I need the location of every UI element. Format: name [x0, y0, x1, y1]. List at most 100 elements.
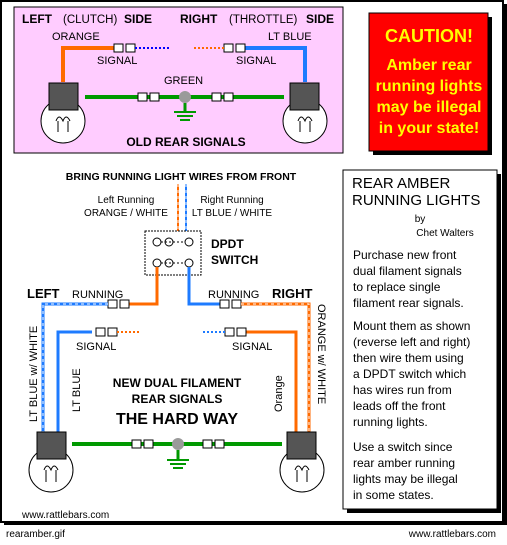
- switch-terminal-1: [152, 237, 162, 247]
- para2-line5: has wires run from: [353, 383, 452, 397]
- ground-connector-left-a: [137, 92, 148, 102]
- caption-line-1: NEW DUAL FILAMENT: [113, 376, 242, 390]
- signal-right-label: SIGNAL: [236, 55, 276, 67]
- bottom-ground-connector-d: [214, 439, 225, 449]
- left-signal-connector-a: [95, 327, 106, 337]
- filename-label: rearamber.gif: [6, 529, 65, 540]
- switch-terminal-6: [184, 258, 194, 268]
- ltblue-white-label: LT BLUE w/ WHITE: [28, 326, 40, 422]
- left-word: LEFT: [22, 12, 53, 26]
- left-paren: (CLUTCH): [63, 14, 117, 26]
- green-label: GREEN: [164, 75, 203, 87]
- right-running-connector-b: [231, 299, 242, 309]
- signal-left-bottom: SIGNAL: [76, 341, 116, 353]
- ltblue-label: LT BLUE: [71, 368, 83, 412]
- connector-left-signal-b: [125, 43, 136, 53]
- para2-line1: Mount them as shown: [353, 319, 470, 333]
- orange-white-label: ORANGE w/ WHITE: [315, 304, 327, 404]
- para2-line2: (reverse left and right): [353, 335, 470, 349]
- para2-line6: leads off the front: [353, 399, 446, 413]
- left-running-connector-a: [107, 299, 118, 309]
- para3-line4: in some states.: [353, 488, 434, 502]
- para3-line2: rear amber running: [353, 456, 455, 470]
- right-old-bulb-icon: [282, 82, 328, 144]
- panel-title-2: RUNNING LIGHTS: [352, 192, 480, 209]
- info-panel: REAR AMBER RUNNING LIGHTS by Chet Walter…: [342, 169, 501, 513]
- ground-connector-left-b: [149, 92, 160, 102]
- left-signal-connector-b: [107, 327, 118, 337]
- left-side: SIDE: [124, 12, 152, 26]
- para2-line3: then wire them using: [353, 351, 464, 365]
- signal-left-label: SIGNAL: [97, 55, 137, 67]
- url-right: www.rattlebars.com: [408, 529, 496, 540]
- orange-label: Orange: [273, 375, 285, 412]
- right-running-out-wire: [187, 267, 220, 306]
- left-word-bottom: LEFT: [27, 286, 60, 301]
- para1-line4: filament rear signals.: [353, 296, 464, 310]
- left-signal-wire: [56, 330, 92, 432]
- switch-label: SWITCH: [211, 253, 258, 267]
- connector-left-signal-a: [113, 43, 124, 53]
- right-signal-connector-a: [224, 327, 235, 337]
- ground-connector-right-a: [211, 92, 222, 102]
- dpdt-label: DPDT: [211, 237, 244, 251]
- ground-node: [179, 91, 191, 103]
- url-left: www.rattlebars.com: [21, 510, 109, 521]
- bring-wires-label: BRING RUNNING LIGHT WIRES FROM FRONT: [66, 171, 297, 183]
- ltblue-label: LT BLUE: [268, 31, 312, 43]
- connector-right-signal-a: [235, 43, 246, 53]
- caution-title: CAUTION!: [385, 26, 473, 46]
- bottom-ground-connector-c: [202, 439, 213, 449]
- orange-label: ORANGE: [52, 31, 100, 43]
- ground-connector-right-b: [223, 92, 234, 102]
- para3-line3: lights may be illegal: [353, 472, 458, 486]
- new-signals-diagram: BRING RUNNING LIGHT WIRES FROM FRONT Lef…: [21, 171, 327, 521]
- right-new-bulb-icon: [279, 431, 325, 493]
- running-right-label: RUNNING: [208, 289, 259, 301]
- bottom-ground-connector-b: [143, 439, 154, 449]
- right-running-color: LT BLUE / WHITE: [192, 208, 273, 219]
- caution-line-2: running lights: [376, 78, 483, 95]
- para1-line1: Purchase new front: [353, 248, 457, 262]
- right-side: SIDE: [306, 12, 334, 26]
- para2-line7: running lights.: [353, 415, 428, 429]
- caution-line-3: may be illegal: [377, 99, 482, 116]
- left-new-bulb-icon: [28, 431, 74, 493]
- ground-icon: [174, 111, 196, 121]
- para3-line1: Use a switch since: [353, 440, 453, 454]
- caution-box: CAUTION! Amber rear running lights may b…: [368, 12, 492, 155]
- old-signals-diagram: LEFT (CLUTCH) SIDE RIGHT (THROTTLE) SIDE…: [13, 6, 344, 154]
- caption-line-3: THE HARD WAY: [116, 411, 238, 428]
- signal-right-bottom: SIGNAL: [232, 341, 272, 353]
- bottom-ground-node: [172, 438, 184, 450]
- blue-wire: [244, 46, 307, 82]
- switch-terminal-4: [152, 258, 162, 268]
- panel-by: by: [415, 214, 426, 225]
- bottom-ground-icon: [167, 459, 189, 469]
- left-old-bulb-icon: [40, 82, 86, 144]
- dpdt-switch: [144, 230, 202, 276]
- frame-shadow-bottom: [4, 522, 507, 525]
- right-signal-connector-b: [236, 327, 247, 337]
- running-left-label: RUNNING: [72, 289, 123, 301]
- left-running-label: Left Running: [98, 195, 155, 206]
- para2-line4: a DPDT switch which: [353, 367, 466, 381]
- right-running-label: Right Running: [200, 195, 263, 206]
- switch-terminal-3: [184, 237, 194, 247]
- left-running-connector-b: [119, 299, 130, 309]
- panel-author: Chet Walters: [416, 228, 473, 239]
- para1-line3: to replace single: [353, 280, 441, 294]
- para1-line2: dual filament signals: [353, 264, 462, 278]
- old-signals-caption: OLD REAR SIGNALS: [126, 135, 245, 149]
- frame-shadow-right: [503, 4, 507, 524]
- caution-line-1: Amber rear: [386, 57, 471, 74]
- connector-right-signal-b: [223, 43, 234, 53]
- panel-title-1: REAR AMBER: [352, 175, 451, 192]
- orange-wire: [61, 46, 118, 82]
- left-running-color: ORANGE / WHITE: [84, 208, 168, 219]
- right-word-bottom: RIGHT: [272, 286, 313, 301]
- caution-line-4: in your state!: [379, 120, 479, 137]
- bottom-ground-connector-a: [131, 439, 142, 449]
- caption-line-2: REAR SIGNALS: [132, 392, 223, 406]
